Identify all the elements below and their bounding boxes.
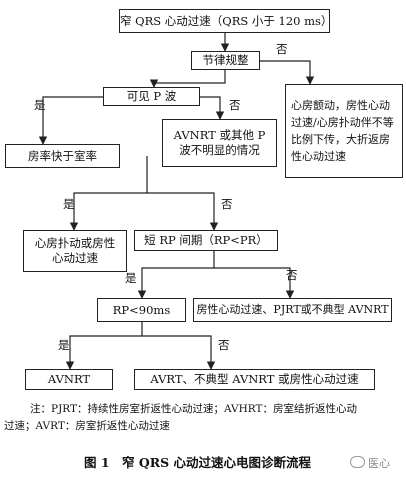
edge-atrial-no	[147, 192, 219, 231]
edge-pwave-yes	[38, 96, 103, 145]
edge-atrial-split	[69, 156, 148, 231]
node-short-rp-interval: 短 RP 间期（RP<PR）	[134, 230, 278, 251]
node-flutter-or-atrial-tachycardia: 心房扑动或房性心动过速	[23, 230, 127, 272]
node-atrial-fibrillation-group: 心房颤动，房性心动过速/心房扑动伴不等比例下传，大折返房性心动过速	[285, 84, 403, 178]
edge-shortrp-no	[214, 267, 295, 299]
watermark-text: 医心	[368, 457, 390, 470]
label-no-shortrp: 否	[286, 268, 298, 282]
node-regular-rhythm: 节律规整	[191, 51, 260, 70]
node-rp-less-90ms: RP<90ms	[97, 298, 186, 322]
figure-caption: 图 1 窄 QRS 心动过速心电图诊断流程	[84, 455, 312, 470]
label-yes-rp90: 是	[58, 338, 70, 352]
label-yes-atrial: 是	[63, 197, 75, 211]
watermark: 医心	[350, 455, 390, 471]
edge-rhythm-yes	[149, 70, 226, 88]
edge-shortrp-yes	[137, 251, 215, 299]
label-no-rhythm: 否	[276, 42, 288, 56]
node-avnrt-or-other: AVNRT 或其他 P 波不明显的情况	[162, 119, 277, 167]
footnote-line-2: 过速；AVRT：房室折返性心动过速	[4, 420, 170, 433]
edge-pwave-no	[200, 96, 225, 120]
edge-rp90-no	[142, 335, 216, 370]
footnote: 注：PJRT：持续性房室折返性心动过速；AVHRT：房室结折返性心动 过速；AV…	[4, 401, 404, 436]
edge-rp90-yes	[65, 322, 143, 370]
label-no-pwave: 否	[229, 98, 241, 112]
label-no-rp90: 否	[218, 338, 230, 352]
node-visible-p-wave: 可见 P 波	[103, 87, 200, 106]
node-avrt-group: AVRT、不典型 AVNRT 或房性心动过速	[134, 369, 375, 390]
edge-rhythm-no	[260, 60, 315, 85]
node-narrow-qrs-tachycardia: 窄 QRS 心动过速（QRS 小于 120 ms）	[119, 9, 332, 33]
node-pjrt-group: 房性心动过速、PJRT或不典型 AVNRT	[193, 298, 392, 322]
footnote-line-1: 注：PJRT：持续性房室折返性心动过速；AVHRT：房室结折返性心动	[30, 403, 358, 415]
label-yes-pwave: 是	[34, 98, 46, 112]
node-atrial-rate-faster: 房率快于室率	[5, 144, 120, 168]
label-yes-shortrp: 是	[125, 271, 137, 285]
label-no-atrial: 否	[221, 197, 233, 211]
node-avnrt: AVNRT	[25, 369, 113, 390]
chat-bubble-icon	[350, 456, 365, 468]
